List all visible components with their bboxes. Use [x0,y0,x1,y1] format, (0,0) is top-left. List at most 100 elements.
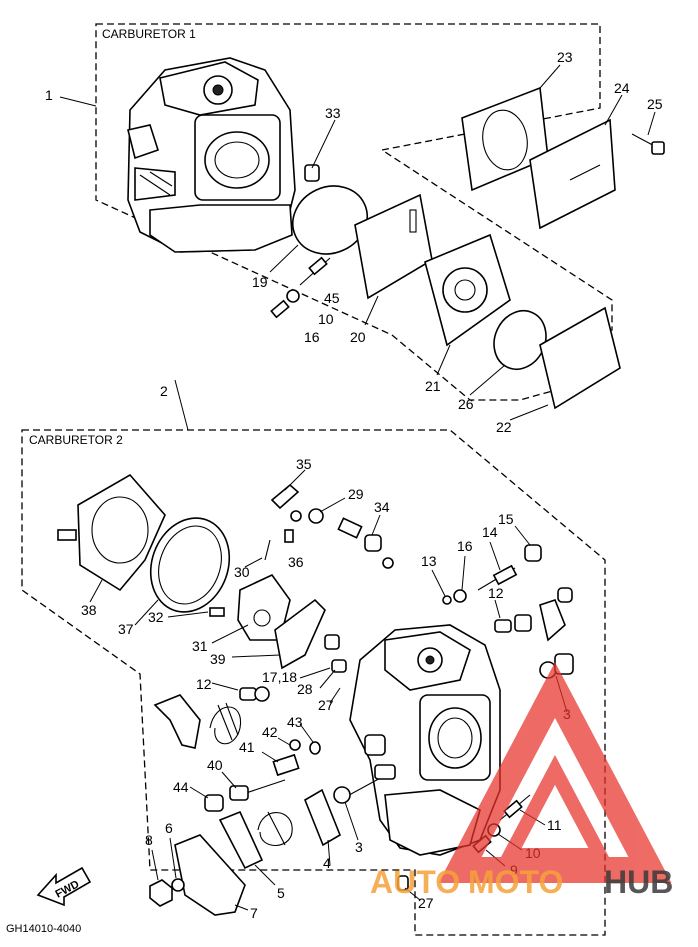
part-12-fitting-upper [494,587,573,642]
watermark-hub: HUB [604,864,673,900]
callout-36: 36 [288,554,304,570]
callout-44: 44 [173,779,189,795]
callout-28: 28 [297,681,313,697]
part-6-washer [169,837,185,892]
callout-40: 40 [207,757,223,773]
carburetor-2-body [324,624,501,856]
watermark-auto: AUTO [370,864,460,900]
callout-12-upper: 12 [488,585,504,601]
part-37-diaphragm [134,517,231,626]
callout-14: 14 [482,524,498,540]
part-38-pump-cover [57,473,166,603]
throttle-shaft [339,734,396,801]
callout-29: 29 [348,486,364,502]
part-43-ring [299,723,321,755]
part-19-diaphragm [269,185,368,273]
part-7-cam [174,834,249,916]
callout-20: 20 [350,329,366,345]
carburetor-2-title: CARBURETOR 2 [29,433,123,447]
part-29-bracket [290,497,346,524]
automotohub-watermark [438,662,672,883]
part-26-diaphragm [469,310,547,396]
watermark-triangle-inner [498,755,612,862]
callout-12-lower: 12 [196,676,212,692]
callout-10-upper: 10 [318,311,334,327]
callout-41: 41 [239,739,255,755]
callout-33: 33 [325,105,341,121]
part-16-screw [270,299,290,319]
callout-27-upper: 27 [318,697,334,713]
callout-2: 2 [160,383,168,399]
part-42-ring [277,737,301,751]
part-15-cap [514,525,542,562]
callout-30: 30 [234,564,250,580]
part-13-ring [431,569,452,605]
watermark-triangle-outer [438,662,672,883]
diagram-code: GH14010-4040 [6,923,81,935]
callout-42: 42 [262,724,278,740]
throttle-lever [153,694,201,749]
callout-16-upper: 16 [304,329,320,345]
part-45-needle [299,256,331,286]
part-34-fitting [337,514,394,569]
callout-45: 45 [324,290,340,306]
part-36-screw [284,529,294,543]
carburetor-1-title: CARBURETOR 1 [102,27,196,41]
callout-23: 23 [557,49,573,65]
carburetor-2-outline [21,429,606,936]
callout-25: 25 [647,96,663,112]
watermark-text: AUTO MOTO HUB [370,864,673,900]
part-41-spring [261,751,300,777]
part-24-cover [529,94,623,230]
callout-37: 37 [118,621,134,637]
callout-1: 1 [45,87,53,103]
return-spring [209,702,242,745]
callout-labels: 1 2 3 3 4 5 6 7 8 9 10 10 11 12 12 13 14… [45,49,663,921]
part-22-gasket [509,306,621,421]
part-11-needle [499,794,546,826]
part-4-bushing [304,788,341,866]
callout-5: 5 [277,885,285,901]
part-14-needle [477,541,518,591]
part-39-gasket [231,598,326,670]
callout-27-lower: 27 [418,895,434,911]
part-33-screw [304,119,336,182]
callout-39: 39 [210,651,226,667]
callout-19: 19 [252,274,268,290]
callout-4: 4 [323,855,331,871]
callout-11: 11 [547,817,562,833]
callout-34: 34 [374,499,390,515]
part-40-shaft [221,771,286,801]
watermark-moto: MOTO [468,864,563,900]
callout-32: 32 [148,609,164,625]
part-8-nut [149,849,173,907]
lower-spring [257,811,293,846]
carburetor-1-body [127,57,296,253]
callout-24: 24 [614,80,630,96]
callout-21: 21 [425,378,441,394]
callout-17-18: 17,18 [262,669,297,685]
callout-3-lower: 3 [355,839,363,855]
callout-31: 31 [192,638,208,654]
part-32-screw [167,607,225,618]
callout-16-lower: 16 [457,538,473,554]
part-10-oring [286,289,300,303]
part-21-pump-body [424,233,511,376]
callout-6: 6 [165,820,173,836]
part-30-pin [244,539,271,568]
callout-22: 22 [496,419,512,435]
part-5-lever [218,810,276,886]
callout-15: 15 [498,511,514,527]
callout-26: 26 [458,396,474,412]
callout-8: 8 [145,832,153,848]
callout-7: 7 [250,905,258,921]
fwd-arrow-icon: FWD [36,866,92,907]
callout-43: 43 [287,714,303,730]
part-35-clip [270,469,306,510]
part-27-plug [397,875,421,901]
callout-35: 35 [296,456,312,472]
part-44-knob [189,786,224,812]
part-12-fitting-lower [211,682,270,702]
part-16-spring [453,555,467,603]
